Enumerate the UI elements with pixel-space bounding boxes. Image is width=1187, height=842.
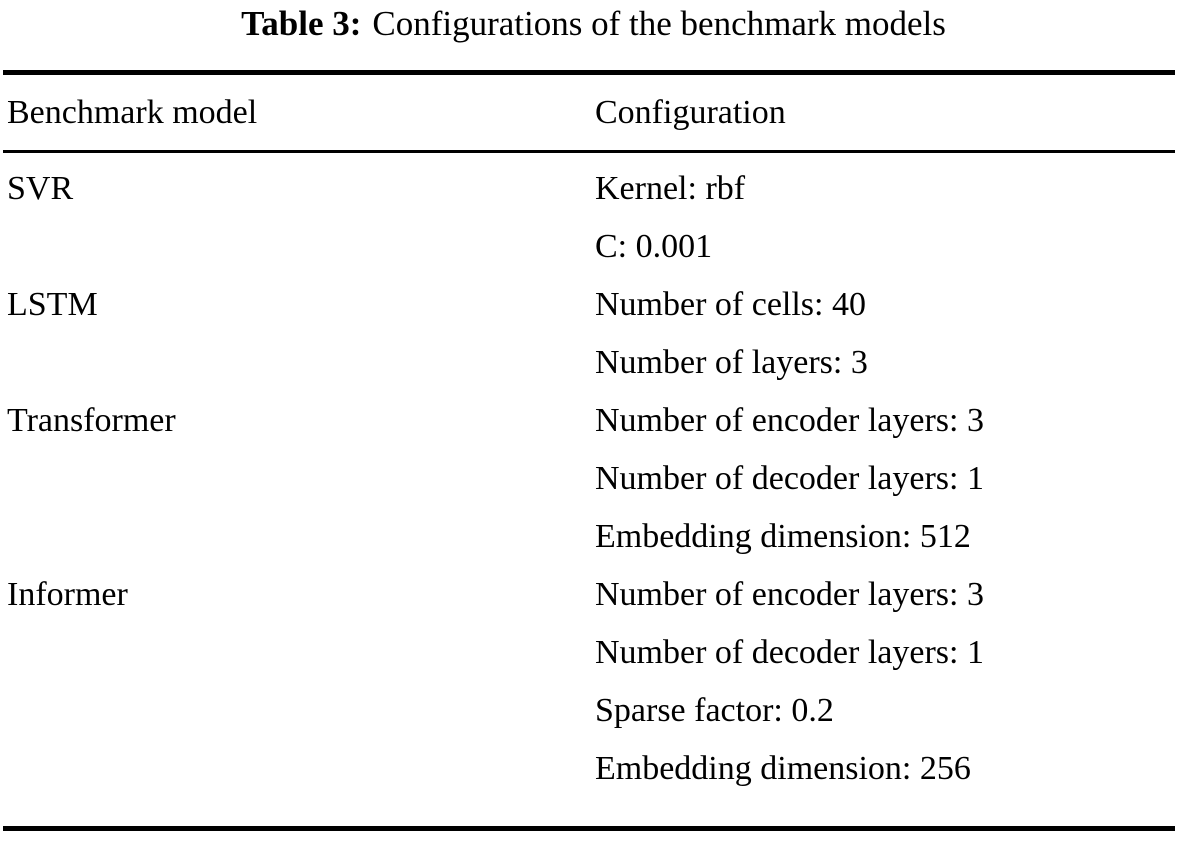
table-header-row: Benchmark model Configuration — [0, 88, 1187, 140]
column-header-benchmark-model: Benchmark model — [7, 94, 258, 131]
config-line: Kernel: rbf — [595, 170, 746, 207]
row-config-lstm: Number of cells: 40 Number of layers: 3 — [595, 276, 1180, 392]
config-line: Number of encoder layers: 3 — [595, 402, 984, 439]
config-line: Sparse factor: 0.2 — [595, 692, 834, 729]
config-line: Number of encoder layers: 3 — [595, 576, 984, 613]
config-line: Number of decoder layers: 1 — [595, 634, 984, 671]
row-config-svr: Kernel: rbf C: 0.001 — [595, 160, 1180, 276]
config-line: Number of cells: 40 — [595, 286, 866, 323]
table-row: Transformer Number of encoder layers: 3 … — [0, 392, 1187, 566]
table-rule-bottom — [3, 826, 1175, 831]
table-row: SVR Kernel: rbf C: 0.001 — [0, 160, 1187, 276]
table-body: SVR Kernel: rbf C: 0.001 LSTM Number of … — [0, 160, 1187, 798]
config-line: C: 0.001 — [595, 228, 713, 265]
table-row: LSTM Number of cells: 40 Number of layer… — [0, 276, 1187, 392]
row-model-informer: Informer — [7, 576, 128, 613]
table-row: Informer Number of encoder layers: 3 Num… — [0, 566, 1187, 798]
row-config-transformer: Number of encoder layers: 3 Number of de… — [595, 392, 1180, 566]
config-line: Embedding dimension: 512 — [595, 518, 971, 555]
table-caption-label: Table 3: — [241, 4, 362, 43]
row-model-lstm: LSTM — [7, 286, 98, 323]
table-caption: Table 3: Configurations of the benchmark … — [0, 2, 1187, 46]
table-rule-top — [3, 70, 1175, 75]
row-model-transformer: Transformer — [7, 402, 176, 439]
config-line: Embedding dimension: 256 — [595, 750, 971, 787]
config-line: Number of layers: 3 — [595, 344, 868, 381]
table-rule-middle — [3, 150, 1175, 153]
row-config-informer: Number of encoder layers: 3 Number of de… — [595, 566, 1180, 798]
column-header-configuration: Configuration — [595, 94, 786, 131]
config-line: Number of decoder layers: 1 — [595, 460, 984, 497]
table-caption-text: Configurations of the benchmark models — [372, 4, 946, 43]
row-model-svr: SVR — [7, 170, 74, 207]
